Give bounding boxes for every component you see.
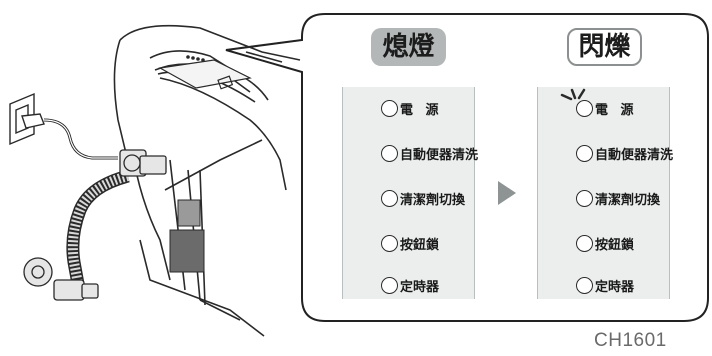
indicator-circle-icon — [576, 144, 593, 162]
blink-rays-icon — [560, 88, 586, 101]
figure-code: CH1601 — [594, 330, 667, 351]
indicator-label: 清潔劑切換 — [595, 192, 661, 208]
indicator-circle-icon — [381, 276, 398, 294]
indicator-row-detergent: 清潔劑切換 — [343, 187, 465, 209]
unit-control-panel — [158, 55, 252, 90]
indicator-row-button-lock: 按鈕鎖 — [343, 232, 439, 254]
indicator-label: 清潔劑切換 — [400, 192, 466, 208]
indicator-row-power: 電 源 — [343, 97, 443, 119]
indicator-circle-icon — [381, 99, 398, 117]
indicator-label: 自動便器清洗 — [400, 147, 479, 163]
indicator-row-detergent: 清潔劑切換 — [538, 187, 660, 209]
indicator-row-timer: 定時器 — [538, 274, 634, 296]
indicator-row-timer: 定時器 — [343, 274, 439, 296]
toilet-shadow — [169, 229, 205, 273]
indicator-circle-icon — [381, 189, 398, 207]
indicator-row-auto-flush: 自動便器清洗 — [538, 142, 673, 164]
indicator-label: 定時器 — [400, 279, 440, 295]
triangle-right-icon — [498, 181, 516, 205]
indicator-label: 電 源 — [595, 102, 638, 118]
indicator-circle-icon — [381, 144, 398, 162]
indicator-label: 按鈕鎖 — [400, 237, 440, 253]
indicator-panel-off: 電 源 自動便器清洗 清潔劑切換 按鈕鎖 定時器 — [342, 87, 478, 299]
wall-outlet — [9, 92, 45, 146]
indicator-label: 自動便器清洗 — [595, 147, 674, 163]
indicator-row-power: 電 源 — [538, 97, 638, 119]
indicator-row-auto-flush: 自動便器清洗 — [343, 142, 478, 164]
indicator-circle-icon — [381, 234, 398, 252]
state-off-label: 熄燈 — [371, 28, 446, 66]
indicator-circle-icon — [576, 189, 593, 207]
state-blink-label: 閃爍 — [567, 28, 642, 66]
water-valve — [23, 149, 167, 301]
power-cord — [43, 118, 118, 160]
indicator-panel-blink: 電 源 自動便器清洗 清潔劑切換 按鈕鎖 定時器 — [537, 87, 673, 299]
indicator-circle-icon — [576, 99, 593, 117]
indicator-circle-icon — [576, 276, 593, 294]
indicator-label: 定時器 — [595, 279, 635, 295]
indicator-circle-icon — [576, 234, 593, 252]
indicator-label: 按鈕鎖 — [595, 237, 635, 253]
indicator-row-button-lock: 按鈕鎖 — [538, 232, 634, 254]
indicator-label: 電 源 — [400, 102, 443, 118]
